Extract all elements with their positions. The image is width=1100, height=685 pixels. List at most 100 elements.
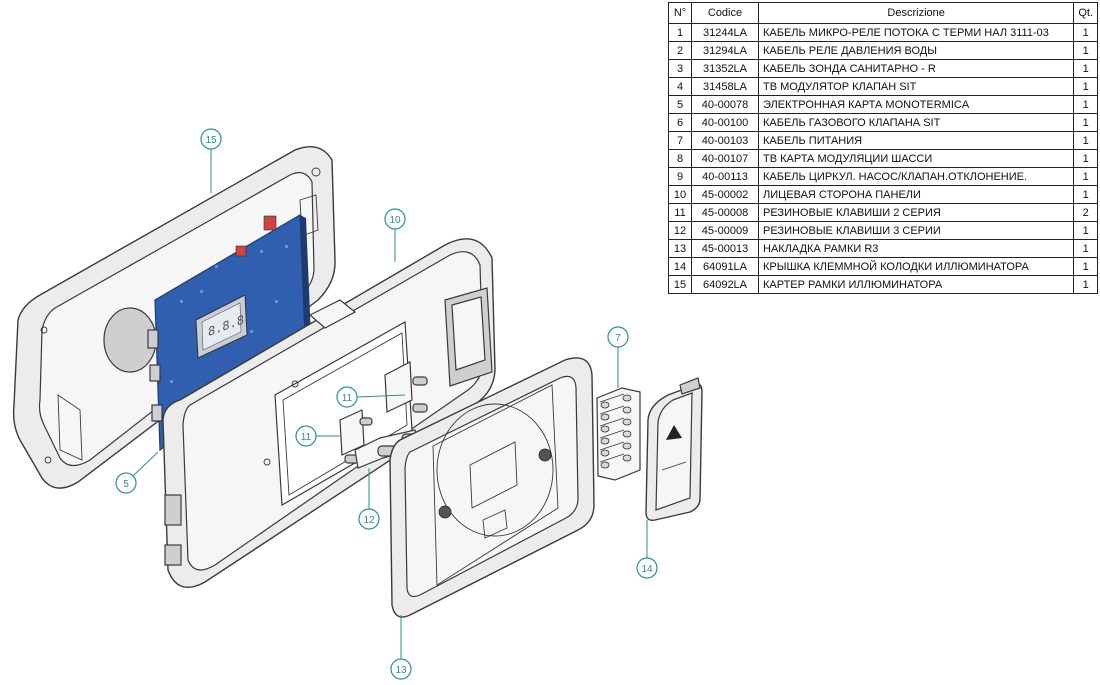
row-qty: 1 — [1073, 77, 1098, 96]
row-code: 40-00078 — [691, 95, 759, 114]
row-desc: ЛИЦЕВАЯ СТОРОНА ПАНЕЛИ — [757, 185, 1075, 204]
table-row: 6 40-00100 КАБЕЛЬ ГАЗОВОГО КЛАПАНА SIT 1 — [668, 113, 1098, 132]
row-code: 31244LA — [691, 23, 759, 42]
row-num: 13 — [668, 239, 692, 258]
row-qty: 1 — [1073, 149, 1098, 168]
row-code: 45-00013 — [691, 239, 759, 258]
row-num: 14 — [668, 257, 692, 276]
row-qty: 1 — [1073, 221, 1098, 240]
row-qty: 1 — [1073, 59, 1098, 78]
callout-10: 10 — [384, 208, 406, 230]
row-code: 40-00107 — [691, 149, 759, 168]
row-code: 45-00002 — [691, 185, 759, 204]
row-code: 31458LA — [691, 77, 759, 96]
table-row: 8 40-00107 ТВ КАРТА МОДУЛЯЦИИ ШАССИ 1 — [668, 149, 1098, 168]
row-qty: 1 — [1073, 167, 1098, 186]
header-num: N° — [668, 2, 692, 24]
row-code: 64091LA — [691, 257, 759, 276]
table-row: 12 45-00009 РЕЗИНОВЫЕ КЛАВИШИ 3 СЕРИИ 1 — [668, 221, 1098, 240]
svg-text:12: 12 — [363, 515, 375, 526]
svg-text:10: 10 — [389, 215, 401, 226]
header-desc: Descrizione — [757, 2, 1075, 24]
svg-text:13: 13 — [395, 665, 407, 676]
row-num: 3 — [668, 59, 692, 78]
svg-text:14: 14 — [641, 564, 653, 575]
row-code: 40-00113 — [691, 167, 759, 186]
table-row: 4 31458LA ТВ МОДУЛЯТОР КЛАПАН SIT 1 — [668, 77, 1098, 96]
row-code: 45-00008 — [691, 203, 759, 222]
callout-11-upper: 11 — [336, 386, 358, 408]
row-code: 64092LA — [691, 275, 759, 294]
part-14-terminal-cover — [645, 377, 703, 522]
table-row: 15 64092LA КАРТЕР РАМКИ ИЛЛЮМИНАТОРА 1 — [668, 275, 1098, 294]
row-desc: КАРТЕР РАМКИ ИЛЛЮМИНАТОРА — [757, 275, 1075, 294]
table-row: 3 31352LA КАБЕЛЬ ЗОНДА САНИТАРНО - R 1 — [668, 59, 1098, 78]
row-num: 12 — [668, 221, 692, 240]
row-num: 11 — [668, 203, 692, 222]
callout-14: 14 — [636, 557, 658, 579]
row-num: 10 — [668, 185, 692, 204]
callout-15: 15 — [200, 128, 222, 150]
row-num: 5 — [668, 95, 692, 114]
row-num: 2 — [668, 41, 692, 60]
table-row: 13 45-00013 НАКЛАДКА РАМКИ R3 1 — [668, 239, 1098, 258]
row-qty: 1 — [1073, 95, 1098, 114]
table-row: 1 31244LA КАБЕЛЬ МИКРО-РЕЛЕ ПОТОКА С ТЕР… — [668, 23, 1098, 42]
row-qty: 1 — [1073, 257, 1098, 276]
parts-list-table: N° Codice Descrizione Qt. 1 31244LA КАБЕ… — [668, 2, 1098, 294]
row-qty: 1 — [1073, 113, 1098, 132]
leader-lines — [132, 149, 648, 659]
header-qty: Qt. — [1073, 2, 1098, 24]
row-desc: КАБЕЛЬ ГАЗОВОГО КЛАПАНА SIT — [757, 113, 1075, 132]
svg-text:15: 15 — [205, 135, 217, 146]
row-num: 6 — [668, 113, 692, 132]
table-header-row: N° Codice Descrizione Qt. — [668, 2, 1098, 24]
row-num: 7 — [668, 131, 692, 150]
svg-text:11: 11 — [342, 393, 353, 404]
row-num: 15 — [668, 275, 692, 294]
part-7-terminal-block — [596, 387, 641, 481]
part-10-front-panel — [162, 238, 496, 589]
row-desc: КАБЕЛЬ ПИТАНИЯ — [757, 131, 1075, 150]
row-qty: 2 — [1073, 203, 1098, 222]
row-qty: 1 — [1073, 275, 1098, 294]
callout-7: 7 — [607, 326, 629, 348]
table-row: 10 45-00002 ЛИЦЕВАЯ СТОРОНА ПАНЕЛИ 1 — [668, 185, 1098, 204]
row-qty: 1 — [1073, 185, 1098, 204]
row-desc: КАБЕЛЬ РЕЛЕ ДАВЛЕНИЯ ВОДЫ — [757, 41, 1075, 60]
row-desc: КАБЕЛЬ ЦИРКУЛ. НАСОС/КЛАПАН.ОТКЛОНЕНИЕ. — [757, 167, 1075, 186]
part-13-frame-overlay — [389, 357, 595, 618]
callout-5: 5 — [115, 472, 137, 494]
row-desc: РЕЗИНОВЫЕ КЛАВИШИ 2 СЕРИЯ — [757, 203, 1075, 222]
part-5-electronic-board: 8.8.8 — [147, 213, 311, 452]
row-code: 40-00103 — [691, 131, 759, 150]
callout-13: 13 — [390, 658, 412, 680]
header-code: Codice — [691, 2, 759, 24]
table-row: 11 45-00008 РЕЗИНОВЫЕ КЛАВИШИ 2 СЕРИЯ 2 — [668, 203, 1098, 222]
row-code: 45-00009 — [691, 221, 759, 240]
table-row: 5 40-00078 ЭЛЕКТРОННАЯ КАРТА MONOTERMICA… — [668, 95, 1098, 114]
row-desc: ТВ МОДУЛЯТОР КЛАПАН SIT — [757, 77, 1075, 96]
table-row: 14 64091LA КРЫШКА КЛЕММНОЙ КОЛОДКИ ИЛЛЮМ… — [668, 257, 1098, 276]
row-qty: 1 — [1073, 239, 1098, 258]
table-row: 2 31294LA КАБЕЛЬ РЕЛЕ ДАВЛЕНИЯ ВОДЫ 1 — [668, 41, 1098, 60]
row-qty: 1 — [1073, 131, 1098, 150]
row-desc: КАБЕЛЬ МИКРО-РЕЛЕ ПОТОКА С ТЕРМИ НАЛ 311… — [757, 23, 1075, 42]
svg-text:5: 5 — [123, 479, 129, 490]
row-desc: КРЫШКА КЛЕММНОЙ КОЛОДКИ ИЛЛЮМИНАТОРА — [757, 257, 1075, 276]
svg-text:11: 11 — [301, 432, 312, 443]
row-desc: ЭЛЕКТРОННАЯ КАРТА MONOTERMICA — [757, 95, 1075, 114]
row-code: 31352LA — [691, 59, 759, 78]
row-desc: ТВ КАРТА МОДУЛЯЦИИ ШАССИ — [757, 149, 1075, 168]
row-desc: РЕЗИНОВЫЕ КЛАВИШИ 3 СЕРИИ — [757, 221, 1075, 240]
table-row: 7 40-00103 КАБЕЛЬ ПИТАНИЯ 1 — [668, 131, 1098, 150]
row-desc: КАБЕЛЬ ЗОНДА САНИТАРНО - R — [757, 59, 1075, 78]
row-code: 31294LA — [691, 41, 759, 60]
row-num: 9 — [668, 167, 692, 186]
row-qty: 1 — [1073, 23, 1098, 42]
table-row: 9 40-00113 КАБЕЛЬ ЦИРКУЛ. НАСОС/КЛАПАН.О… — [668, 167, 1098, 186]
svg-text:7: 7 — [615, 333, 621, 344]
row-num: 1 — [668, 23, 692, 42]
callout-11-lower: 11 — [295, 425, 317, 447]
